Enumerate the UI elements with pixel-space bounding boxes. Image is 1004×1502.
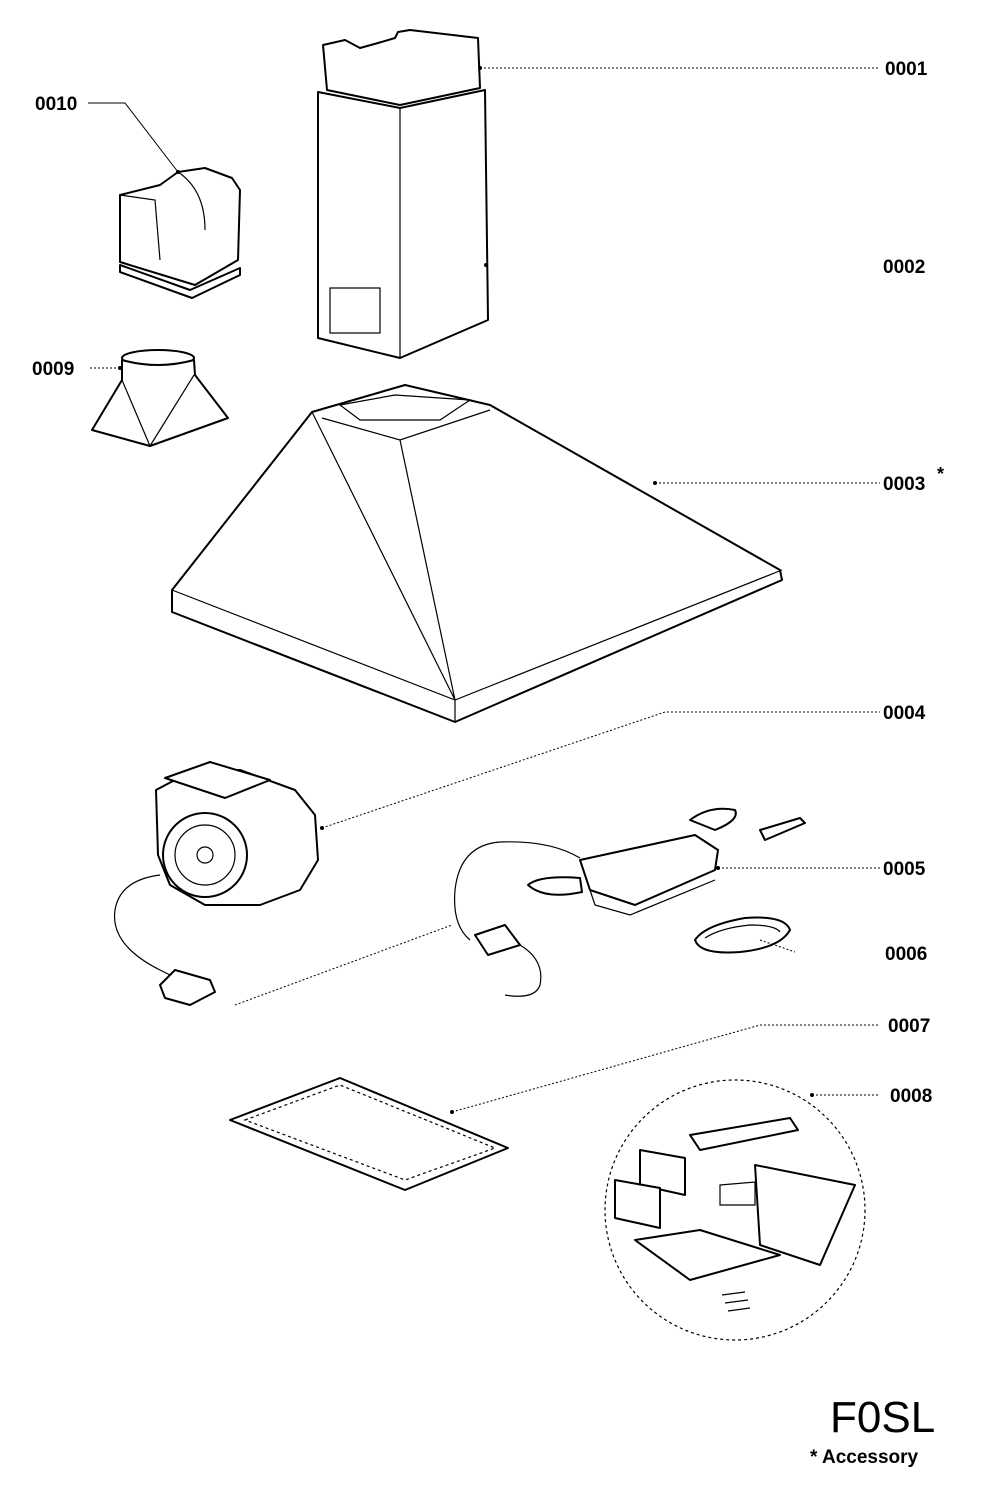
accessory-marker: * (937, 464, 944, 484)
callout-0003: 0003 (883, 474, 925, 495)
part-lens[interactable] (694, 916, 791, 954)
accessory-footnote: * Accessory (810, 1447, 919, 1468)
callout-0009: 0009 (32, 359, 74, 380)
part-motor[interactable] (113, 761, 319, 1006)
model-code: F0SL (830, 1393, 935, 1442)
callout-0002: 0002 (883, 257, 925, 278)
callout-0004: 0004 (883, 703, 926, 724)
callout-0001: 0001 (885, 59, 928, 80)
part-light-assembly[interactable] (453, 807, 806, 997)
callout-0008: 0008 (890, 1086, 932, 1107)
part-hood-canopy[interactable] (171, 384, 783, 723)
part-damper[interactable] (119, 167, 241, 299)
callout-0005: 0005 (883, 859, 926, 880)
part-adapter[interactable] (91, 349, 229, 447)
callout-0010: 0010 (35, 94, 77, 115)
part-chimney[interactable] (317, 29, 489, 359)
part-accessory-kit[interactable] (604, 1079, 866, 1341)
callout-0007: 0007 (888, 1016, 930, 1037)
part-grease-filter[interactable] (229, 1077, 509, 1191)
leader-lines (88, 66, 880, 1114)
callout-0006: 0006 (885, 944, 927, 965)
